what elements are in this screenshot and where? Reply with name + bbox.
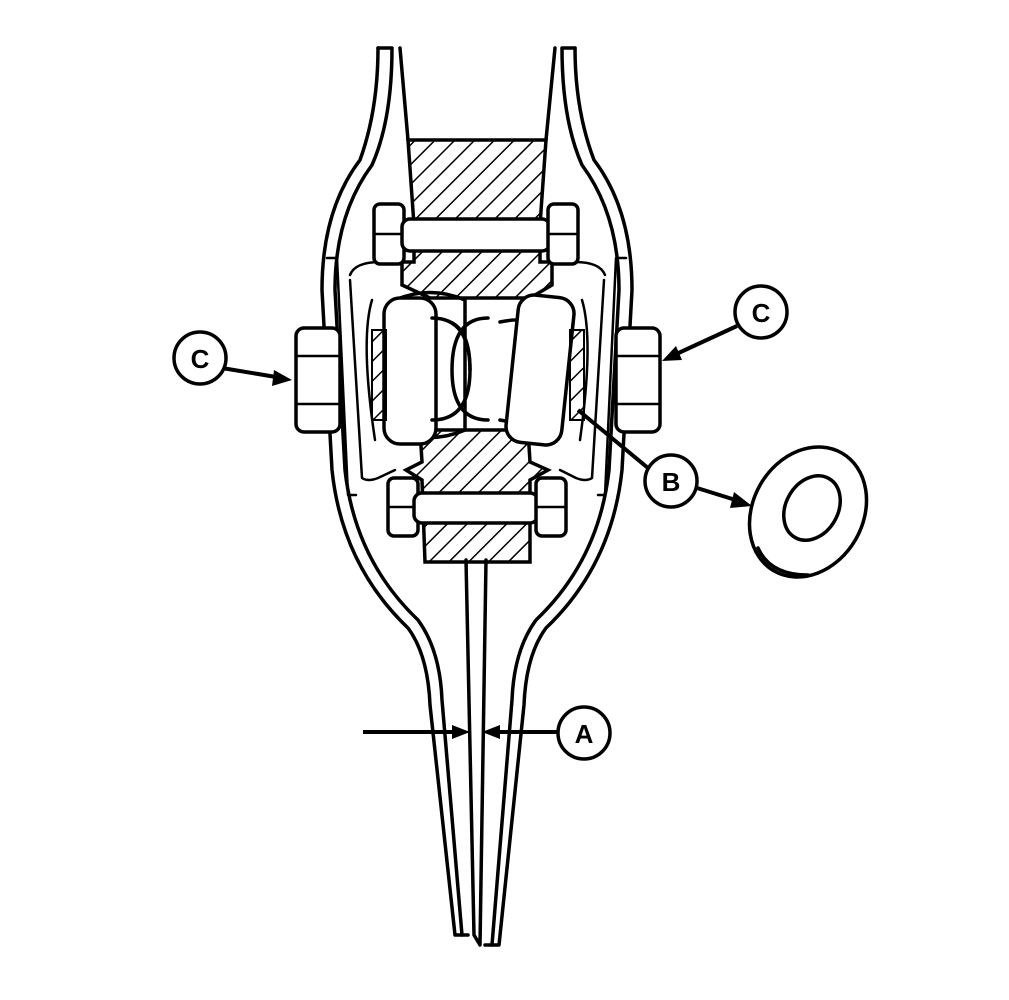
leader-a [363,725,558,739]
callout-a-label: A [575,719,594,749]
bottom-bolt [386,476,568,538]
callout-c-left: C [172,330,228,386]
washer [747,445,869,579]
leader-b [576,408,752,508]
outer-arms [320,46,634,947]
leader-c-right [662,324,738,361]
callout-b: B [643,453,699,509]
top-bolt [372,202,580,266]
inner-plates [325,246,628,497]
callout-c-left-label: C [191,344,210,374]
rubber-blocks [365,290,589,447]
left-side-nut [294,326,342,434]
callout-a: A [556,705,612,761]
callout-b-label: B [662,467,681,497]
leader-c-left [221,366,292,386]
right-side-nut [614,326,662,434]
callout-c-right: C [733,284,789,340]
callout-c-right-label: C [752,298,771,328]
